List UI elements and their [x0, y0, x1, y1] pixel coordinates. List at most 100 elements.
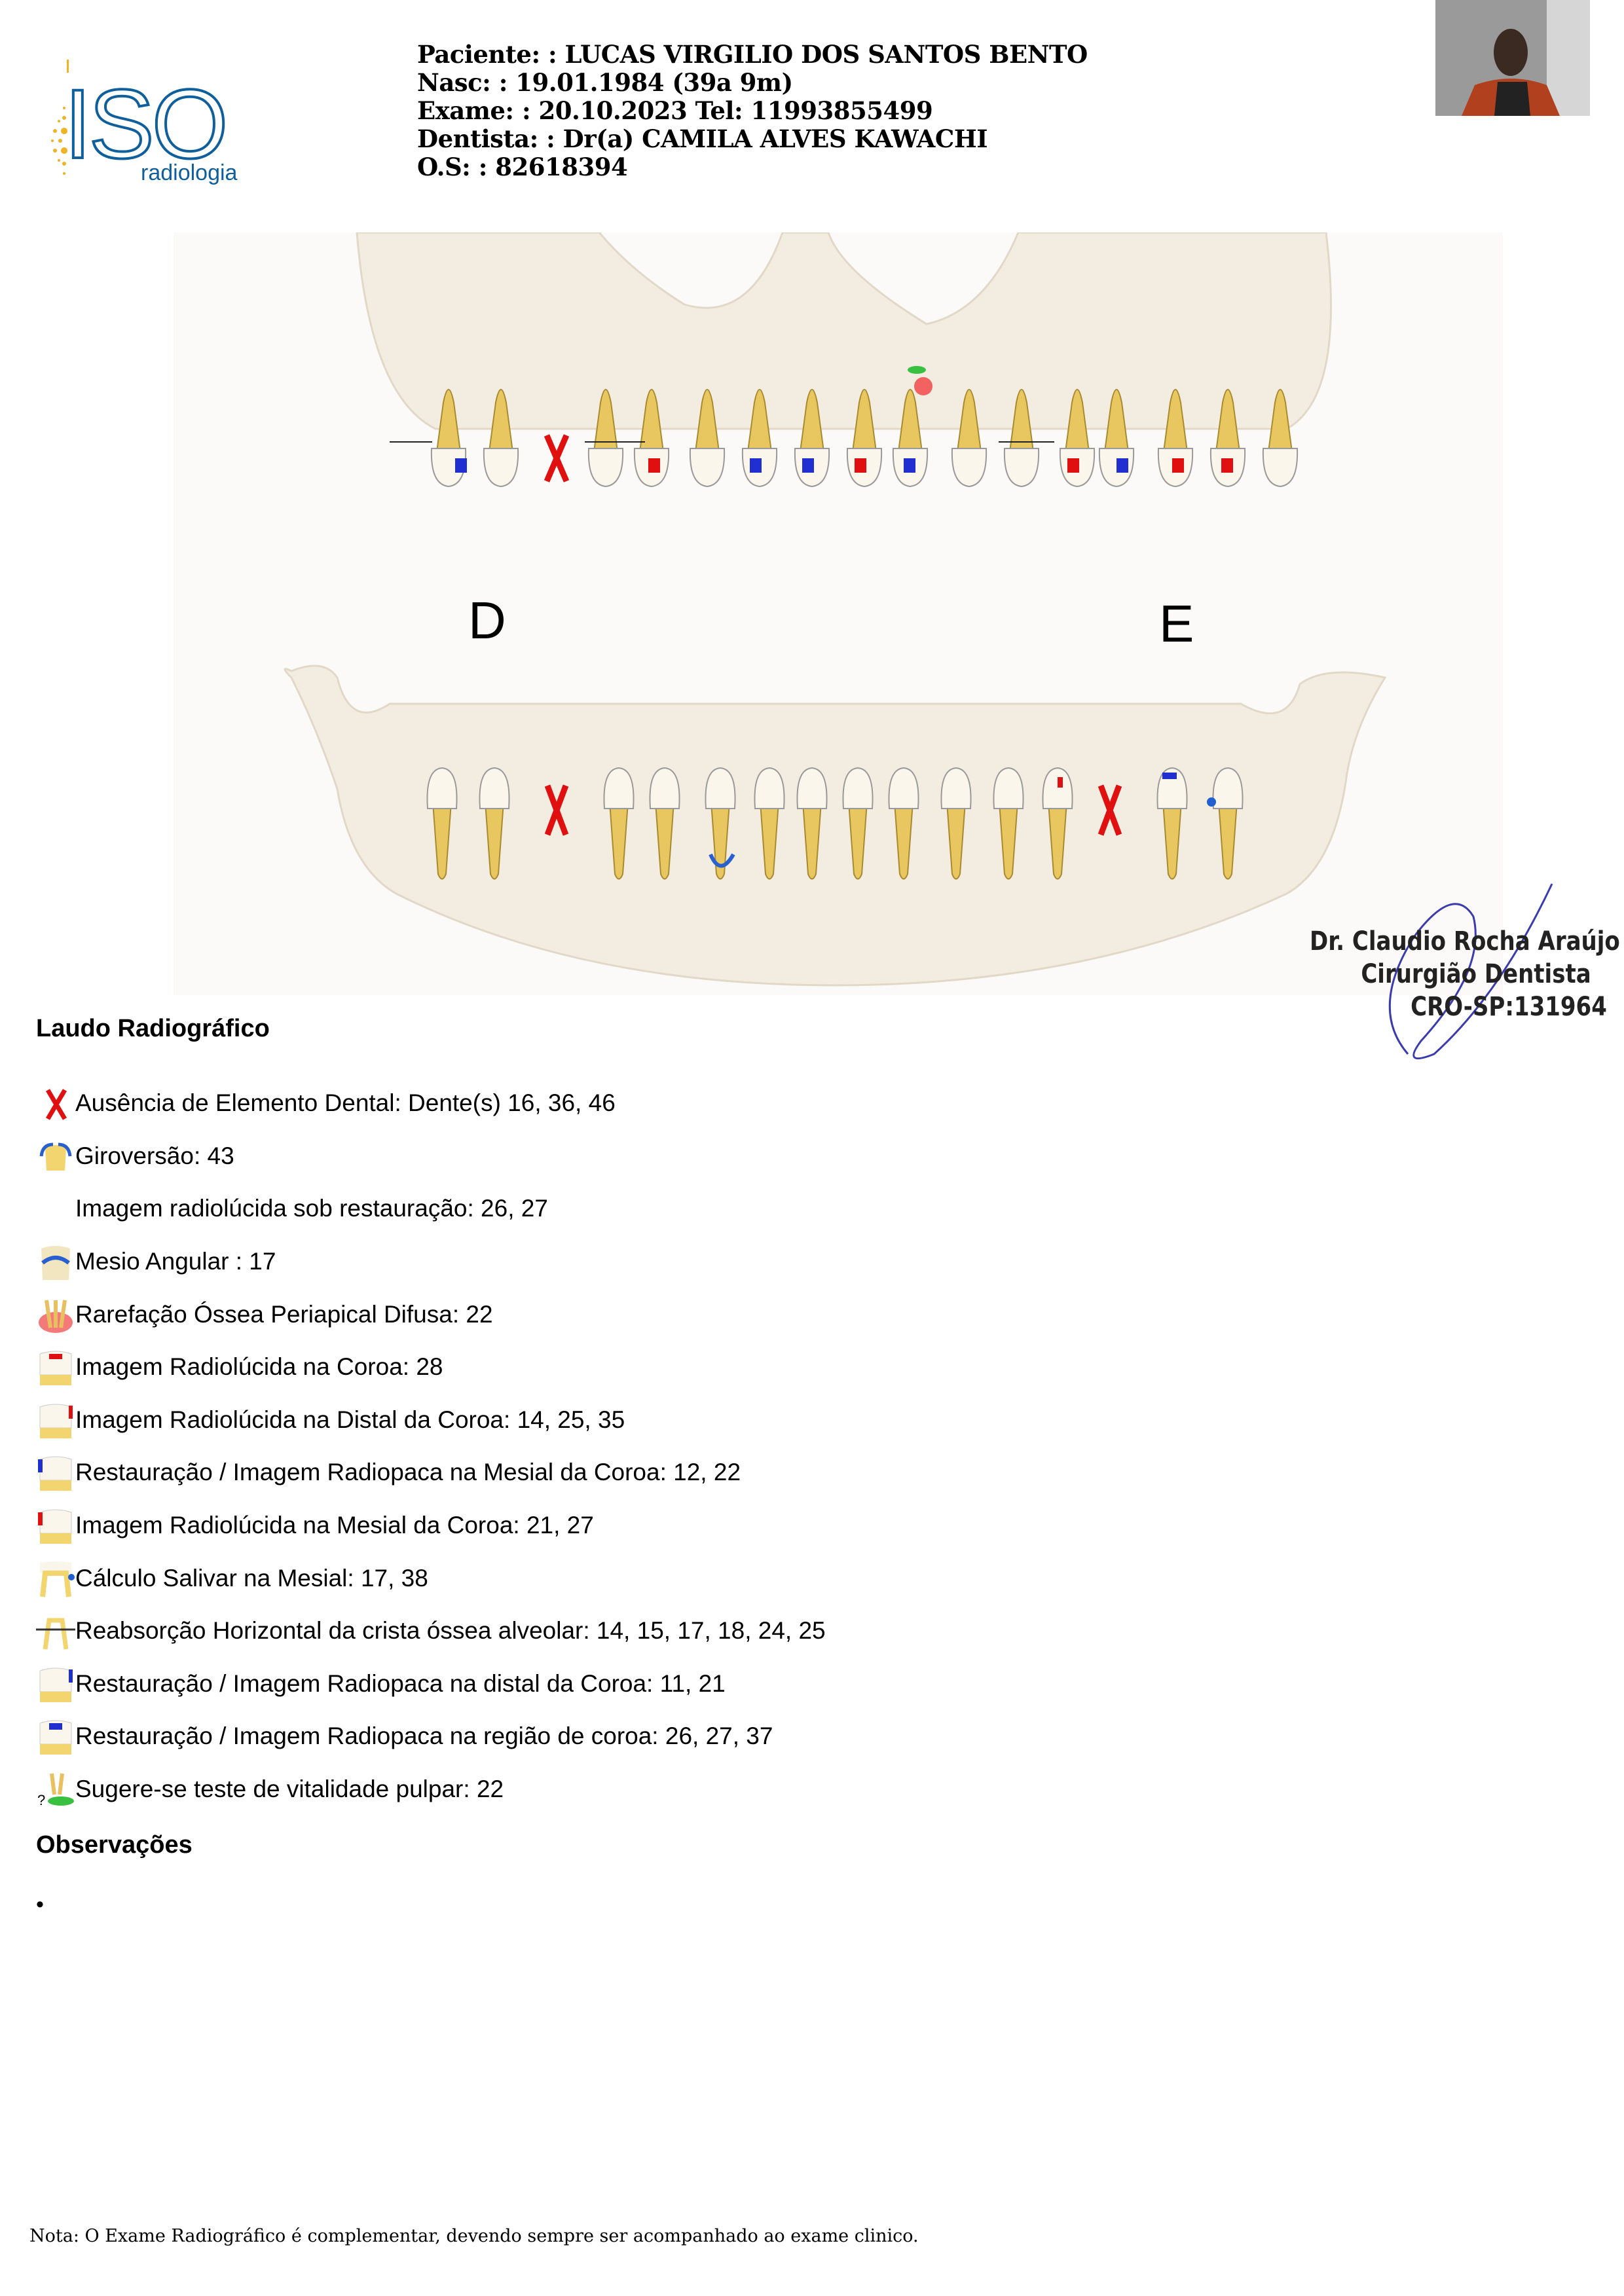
- upper-tooth: [846, 389, 883, 488]
- rotation-icon: [36, 1138, 75, 1175]
- upper-tooth: [430, 389, 467, 488]
- svg-text:radiologia: radiologia: [141, 160, 238, 185]
- finding-item: Restauração / Imagem Radiopaca na Mesial…: [36, 1446, 826, 1499]
- finding-mark: [750, 458, 762, 473]
- dental-chart: D E: [174, 231, 1503, 995]
- signature-name: Dr. Claudio Rocha Araújo: [1310, 926, 1620, 957]
- missing-tooth-x-icon: [36, 1085, 75, 1121]
- exam-date-phone: Exame: : 20.10.2023 Tel: 11993855499: [417, 96, 933, 125]
- periapical-mark: [914, 377, 932, 395]
- lower-tooth: [940, 767, 972, 880]
- finding-mark: [1221, 458, 1233, 473]
- signature-title: Cirurgião Dentista: [1361, 959, 1591, 989]
- missing-tooth-mark: [1098, 784, 1122, 836]
- finding-text: Sugere-se teste de vitalidade pulpar: 22: [75, 1776, 504, 1803]
- finding-text: Imagem Radiolúcida na Coroa: 28: [75, 1353, 443, 1381]
- lower-tooth: [649, 767, 680, 880]
- finding-item: Imagem radiolúcida sob restauração: 26, …: [36, 1182, 826, 1235]
- report-title: Laudo Radiográfico: [36, 1015, 270, 1042]
- lower-tooth: [1042, 767, 1073, 880]
- vitality-test-icon: ?: [36, 1771, 75, 1808]
- mandible-bone: [284, 665, 1387, 987]
- mesial-restoration-icon: [36, 1454, 75, 1491]
- upper-tooth: [1003, 389, 1040, 488]
- findings-list: Ausência de Elemento Dental: Dente(s) 16…: [36, 1077, 826, 1815]
- dentist-name: Dentista: : Dr(a) CAMILA ALVES KAWACHI: [417, 124, 988, 153]
- finding-text: Restauração / Imagem Radiopaca na distal…: [75, 1669, 726, 1697]
- finding-item: Restauração / Imagem Radiopaca na distal…: [36, 1658, 826, 1711]
- finding-mark: [802, 458, 814, 473]
- lower-tooth: [705, 767, 736, 880]
- lower-tooth: [479, 767, 510, 880]
- finding-text: Rarefação Óssea Periapical Difusa: 22: [75, 1300, 493, 1328]
- finding-text: Mesio Angular : 17: [75, 1248, 276, 1275]
- footer-note: Nota: O Exame Radiográfico é complementa…: [29, 2226, 919, 2246]
- signature-cro: CRO-SP:131964: [1411, 992, 1607, 1022]
- finding-item: Mesio Angular : 17: [36, 1235, 826, 1288]
- finding-item: Imagem Radiolúcida na Mesial da Coroa: 2…: [36, 1499, 826, 1552]
- right-side-label: D: [468, 591, 506, 649]
- upper-tooth: [951, 389, 987, 488]
- upper-tooth: [587, 389, 624, 488]
- birth-date: Nasc: : 19.01.1984 (39a 9m): [417, 68, 793, 97]
- maxilla-bone: [356, 231, 1332, 430]
- finding-text: Imagem Radiolúcida na Distal da Coroa: 1…: [75, 1406, 625, 1433]
- lower-tooth: [426, 767, 458, 880]
- upper-tooth: [689, 389, 726, 488]
- finding-text: Restauração / Imagem Radiopaca na Mesial…: [75, 1459, 741, 1486]
- crown-radiolucent-icon: [36, 1349, 75, 1386]
- distal-radiolucent-icon: [36, 1402, 75, 1438]
- finding-text: Cálculo Salivar na Mesial: 17, 38: [75, 1564, 428, 1592]
- calculus-mark: [1207, 797, 1216, 807]
- dentist-signature: Dr. Claudio Rocha Araújo Cirurgião Denti…: [1303, 877, 1624, 1067]
- patient-name: Paciente: : LUCAS VIRGILIO DOS SANTOS BE…: [417, 40, 1088, 69]
- finding-text: Reabsorção Horizontal da crista óssea al…: [75, 1617, 826, 1645]
- mesio-angular-icon: [36, 1243, 75, 1281]
- lower-tooth: [796, 767, 828, 880]
- order-number: O.S: : 82618394: [417, 153, 628, 181]
- finding-item: Rarefação Óssea Periapical Difusa: 22: [36, 1288, 826, 1341]
- finding-text: Restauração / Imagem Radiopaca na região…: [75, 1722, 773, 1750]
- finding-mark: [455, 458, 467, 473]
- finding-text: Ausência de Elemento Dental: Dente(s) 16…: [75, 1089, 616, 1117]
- iso-radiologia-logo: ISO radiologia: [46, 56, 262, 193]
- svg-text:ISO: ISO: [64, 69, 225, 179]
- patient-photo: [1435, 0, 1590, 116]
- periapical-rarefaction-icon: [36, 1296, 75, 1333]
- finding-mark: [1067, 458, 1079, 473]
- finding-item: Cálculo Salivar na Mesial: 17, 38: [36, 1552, 826, 1605]
- finding-item: Giroversão: 43: [36, 1130, 826, 1183]
- lower-tooth: [603, 767, 635, 880]
- finding-text: Imagem Radiolúcida na Mesial da Coroa: 2…: [75, 1512, 594, 1539]
- upper-tooth: [1262, 389, 1299, 488]
- finding-mark: [904, 458, 915, 473]
- finding-mark: [1116, 458, 1128, 473]
- finding-mark: [1058, 777, 1063, 788]
- finding-mark: [1162, 773, 1177, 779]
- distal-restoration-icon: [36, 1666, 75, 1702]
- vitality-mark: [908, 366, 926, 374]
- bone-resorption-icon: [36, 1613, 75, 1650]
- svg-text:?: ?: [37, 1792, 45, 1808]
- upper-tooth: [483, 389, 519, 488]
- lower-tooth: [842, 767, 874, 880]
- left-side-label: E: [1159, 594, 1194, 653]
- observations-bullet: •: [36, 1892, 44, 1917]
- crown-restoration-icon: [36, 1718, 75, 1755]
- observations-title: Observações: [36, 1831, 193, 1859]
- finding-mark: [648, 458, 660, 473]
- missing-tooth-mark: [544, 434, 570, 483]
- finding-item: Reabsorção Horizontal da crista óssea al…: [36, 1605, 826, 1658]
- lower-tooth: [1212, 767, 1244, 880]
- finding-item: Imagem Radiolúcida na Distal da Coroa: 1…: [36, 1394, 826, 1447]
- finding-item: Imagem Radiolúcida na Coroa: 28: [36, 1341, 826, 1394]
- finding-text: Giroversão: 43: [75, 1142, 234, 1169]
- patient-header: Paciente: : LUCAS VIRGILIO DOS SANTOS BE…: [417, 41, 1088, 181]
- rotation-mark: [709, 853, 735, 868]
- mesial-radiolucent-icon: [36, 1507, 75, 1544]
- finding-item: Restauração / Imagem Radiopaca na região…: [36, 1710, 826, 1763]
- lower-tooth: [993, 767, 1024, 880]
- missing-tooth-mark: [544, 784, 569, 836]
- upper-tooth: [633, 389, 670, 488]
- finding-mark: [855, 458, 866, 473]
